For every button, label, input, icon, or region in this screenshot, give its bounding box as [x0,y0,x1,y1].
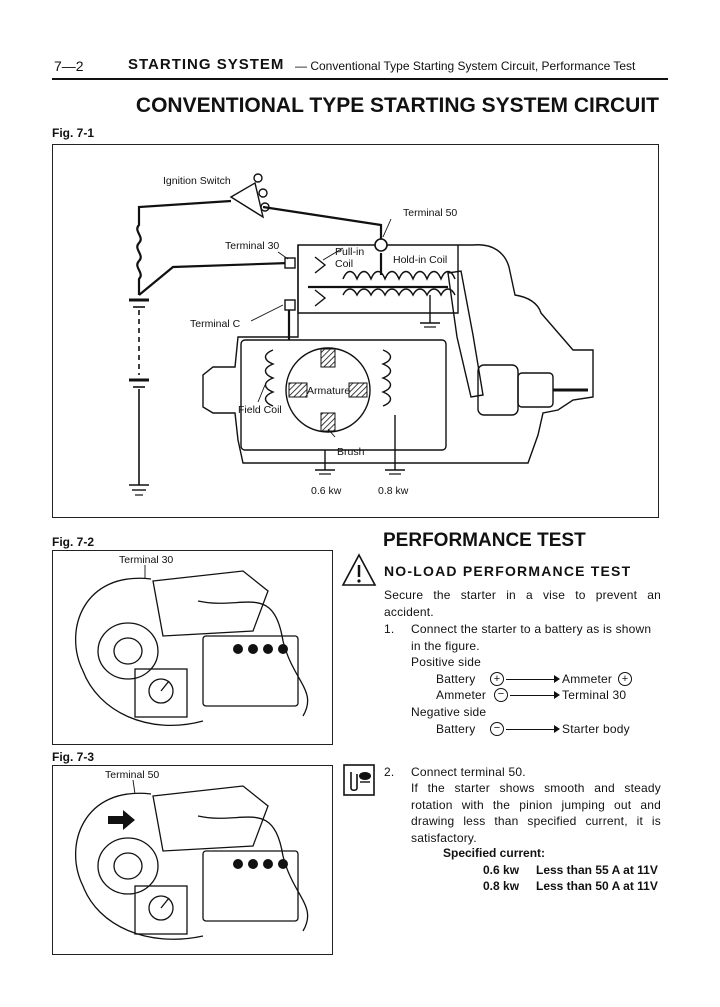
fig-7-2-illustration: Terminal 30 [75,554,309,726]
arrow-line [510,695,556,696]
label-terminal-30: Terminal 30 [225,240,279,252]
negative-side-label: Negative side [411,705,487,719]
battery-label: Battery [436,722,476,736]
fig-7-2-box: Terminal 30 [52,550,333,745]
minus-symbol-icon: − [494,688,508,702]
arrow-line [506,729,556,730]
warning-icon [341,553,377,586]
arrow-right-icon [554,691,560,699]
fig-7-2-label: Fig. 7-2 [52,535,95,549]
terminal-30-label: Terminal 30 [562,688,627,702]
page-title: CONVENTIONAL TYPE STARTING SYSTEM CIRCUI… [135,94,659,117]
specified-current-label: Specified current: [443,846,546,860]
label-armature: Armature [307,385,350,397]
step-2-text: If the starter shows smooth and steady r… [411,781,661,845]
label-hold-in-coil: Hold-in Coil [393,254,447,266]
battery-label: Battery [436,672,476,686]
step-1-number: 1. [384,622,395,636]
spec-1-kw: 0.6 kw [483,863,520,877]
intro-text: Secure the starter in a vise to prevent … [384,588,661,619]
positive-connection-1: Battery + Ammeter + [436,671,666,688]
spec-2-value: Less than 50 A at 11V [536,879,658,893]
header-rule [52,78,668,80]
label-terminal-c: Terminal C [190,318,241,330]
arrow-right-icon [554,675,560,683]
fig-7-3-label: Fig. 7-3 [52,750,95,764]
starter-body-label: Starter body [562,722,630,736]
ammeter-label: Ammeter [436,688,487,702]
positive-side-label: Positive side [411,655,481,669]
fig-7-1-box: Ignition Switch Terminal 50 Terminal 30 … [52,144,659,518]
ammeter-check-icon [343,764,375,796]
circuit-diagram: Ignition Switch Terminal 50 Terminal 30 … [129,173,594,497]
label-ignition-switch: Ignition Switch [163,175,231,187]
arrow-right-icon [554,725,560,733]
fig-7-1-label: Fig. 7-1 [52,126,95,140]
fig-7-2-callout: Terminal 30 [119,554,173,566]
label-kw-0-8: 0.8 kw [378,485,409,497]
label-kw-0-6: 0.6 kw [311,485,342,497]
section-title: STARTING SYSTEM [128,56,285,73]
label-field-coil: Field Coil [238,404,282,416]
step-1-text: Connect the starter to a battery as is s… [411,622,652,653]
step-2-number: 2. [384,765,395,779]
plus-symbol-icon: + [618,672,632,686]
step-2-title: Connect terminal 50. [411,765,526,779]
negative-connection: Battery − Starter body [436,721,666,738]
fig-7-3-illustration: Terminal 50 [75,769,309,940]
plus-symbol-icon: + [490,672,504,686]
page-number: 7—2 [54,58,84,74]
label-terminal-50: Terminal 50 [403,207,457,219]
positive-connection-2: Ammeter − Terminal 30 [436,687,666,704]
ammeter-label: Ammeter [562,672,613,686]
fig-7-3-callout: Terminal 50 [105,769,159,781]
spec-1-value: Less than 55 A at 11V [536,863,658,877]
spec-2-kw: 0.8 kw [483,879,520,893]
label-brush: Brush [337,446,365,458]
no-load-test-title: NO-LOAD PERFORMANCE TEST [384,563,632,579]
performance-test-title: PERFORMANCE TEST [383,530,586,551]
arrow-line [506,679,556,680]
fig-7-3-box: Terminal 50 [52,765,333,955]
label-pull-in-2: Coil [335,258,353,270]
minus-symbol-icon: − [490,722,504,736]
section-subtitle: — Conventional Type Starting System Circ… [295,59,636,73]
label-pull-in-1: Pull-in [335,246,364,258]
